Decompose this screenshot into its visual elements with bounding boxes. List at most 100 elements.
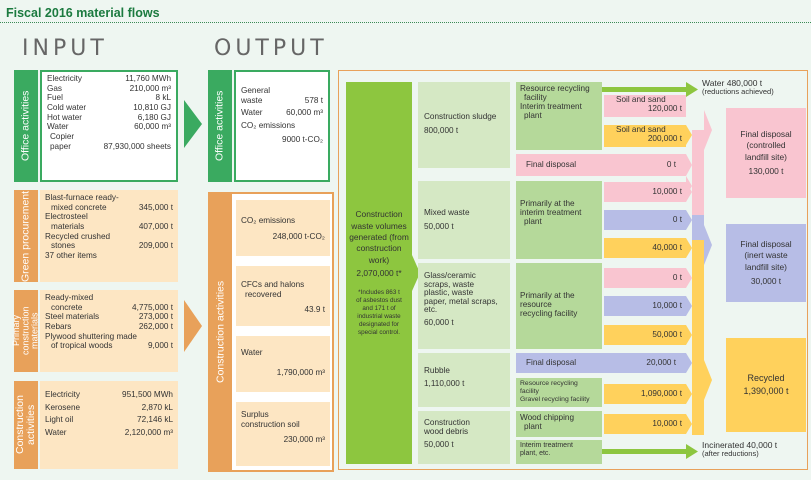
incin-note: (after reductions) — [702, 448, 759, 458]
incinerated-text: Incinerated 40,000 t(after reductions) — [698, 439, 810, 459]
construction-flow-arrow — [184, 300, 202, 352]
water-output-box: Water 1,790,000 m³ — [236, 336, 330, 392]
ss2-label: Soil and sand — [616, 125, 666, 134]
waste-type-0 — [418, 82, 510, 168]
fdi-2: (inert waste — [744, 250, 788, 261]
green-item-value: 209,000 t — [138, 241, 173, 251]
waste-label: waste — [241, 95, 263, 105]
input-heading: INPUT — [22, 36, 108, 61]
cwv-line1: Construction — [355, 209, 403, 220]
yellow-head — [704, 360, 712, 400]
water-reductions: Water 480,000 t(reductions achieved) — [698, 77, 808, 97]
primary-item-label: concrete — [51, 302, 83, 312]
pi-2: interim treatment — [520, 208, 582, 218]
glass-to-controlled: 0 t — [604, 268, 686, 288]
wc-1: Wood chipping — [520, 413, 575, 422]
co2-label: CO₂ emissions — [241, 121, 296, 131]
rubble-label: Rubble — [424, 366, 450, 375]
office-item-value: 11,760 MWh — [125, 74, 171, 83]
office-item-value: 60,000 m³ — [134, 122, 171, 132]
green-row: Blast-furnace ready- — [45, 193, 173, 203]
cfcs-box: CFCs and halons recovered 43.9 t — [236, 266, 330, 326]
wood-value: 50,000 t — [424, 440, 454, 450]
constr_in-item-value: 951,500 MWh — [122, 390, 173, 399]
blue-head — [704, 225, 712, 265]
mixed-to-controlled: 10,000 t — [604, 182, 686, 202]
green-row: Electrosteel — [45, 212, 173, 222]
surplus-soil-label-2: construction soil — [241, 419, 300, 429]
cfcs-value: 43.9 t — [304, 305, 326, 315]
tip-v10a — [686, 182, 692, 202]
water480-note: (reductions achieved) — [702, 86, 774, 96]
pink-head — [704, 110, 712, 150]
cwv-line3: generated (from — [349, 232, 409, 243]
wood-label-1: Construction — [424, 418, 470, 427]
office-item-label: Cold water — [47, 103, 87, 113]
fd-label: Final disposal — [526, 160, 577, 170]
cwv-arrow — [412, 255, 420, 291]
pi-3: plant — [524, 217, 542, 227]
green-item-label: 37 other items — [45, 251, 97, 261]
incin-arrow-shaft — [602, 449, 686, 454]
office-item-value: 6,180 GJ — [137, 112, 171, 122]
flow-connectors — [686, 110, 712, 435]
tip-v1090 — [686, 384, 692, 404]
primary-row: Plywood shuttering made — [45, 332, 173, 342]
green-item-label: materials — [51, 222, 85, 232]
office-flow-arrow — [184, 100, 202, 148]
green-item-value: 407,000 t — [138, 222, 173, 232]
it-2: plant, etc. — [520, 450, 551, 458]
tip-fd2 — [686, 353, 692, 373]
primary-item-label: Ready-mixed — [45, 293, 94, 302]
waste-flow-frame — [338, 70, 808, 470]
office-activities-label: Office activities — [14, 70, 38, 182]
glass-label-2: scraps, waste — [424, 279, 475, 289]
office-item-label: Fuel — [47, 93, 63, 103]
wood-label-2: wood debris — [424, 427, 469, 437]
tip-fd — [686, 154, 692, 176]
glass-to-inert: 10,000 t — [604, 296, 686, 316]
co2-value: 9000 t-CO₂ — [282, 134, 323, 144]
green-row: stones 209,000 t — [45, 241, 173, 251]
glass-to-recycled: 50,000 t — [604, 325, 686, 345]
cwv-note3: and 171 t of — [362, 305, 396, 313]
green-row: Recycled crushed — [45, 232, 173, 242]
surplus-soil-value: 230,000 m³ — [283, 435, 325, 445]
fd2-value: 20,000 t — [646, 358, 676, 368]
fdi-3: landfill site) — [745, 261, 787, 272]
tip-v0b — [686, 268, 692, 288]
fdc-3: landfill site) — [745, 151, 787, 162]
fdc-2: (controlled — [746, 140, 786, 151]
cwv-line5: work) — [368, 254, 390, 265]
green-item-label: Electrosteel — [45, 212, 88, 222]
green-item-label: Blast-furnace ready- — [45, 193, 119, 202]
mixed-waste-label: Mixed waste — [424, 208, 470, 217]
waste-value: 578 t — [304, 95, 323, 105]
office-item-value: 8 kL — [155, 93, 171, 103]
water-arrow-shaft — [602, 87, 686, 92]
constr_in-item-label: Electricity — [45, 390, 81, 399]
green-item-label: stones — [51, 241, 76, 251]
